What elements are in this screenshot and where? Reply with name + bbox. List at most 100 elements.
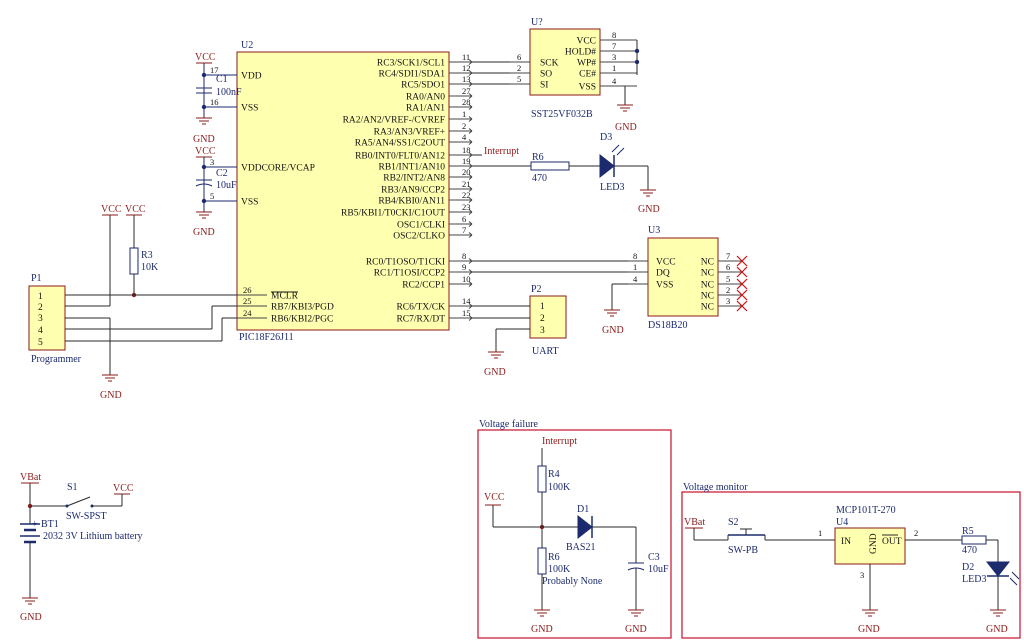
pin-number: 4 [462,132,467,142]
u3-ref: U3 [648,225,660,236]
u2-body [236,51,450,331]
pin-number: 18 [462,145,471,155]
pin-label: RC0/T1OSO/T1CKI [366,258,445,268]
svg-text:VBat: VBat [684,517,705,528]
pin-number: 5 [210,191,214,201]
pin-label: MCLR [271,292,299,302]
voltage-failure-section: Voltage failure Interrupt R4 100K VCC D1… [477,419,672,639]
svg-text:2: 2 [517,63,521,73]
svg-text:6: 6 [726,262,730,272]
battery-circuit: VBat S1 SW-SPST VCC + BT1 2032 3V Lithiu… [20,472,143,623]
gnd-label-prog: GND [100,390,122,401]
svg-text:1: 1 [633,262,637,272]
svg-text:NC: NC [701,258,714,268]
pin-label: VSS [241,104,258,114]
pin-label: RB2/INT2/AN8 [383,174,445,184]
flash-ref: U? [531,17,543,28]
svg-text:GND: GND [531,624,553,635]
r3-value: 10K [141,262,159,273]
u2-ref: U2 [241,40,253,51]
svg-text:S2: S2 [728,517,739,528]
gnd-label-flash: GND [615,122,637,133]
svg-text:1: 1 [612,63,616,73]
u3-part: DS18B20 [648,320,687,331]
vcc-label-1: VCC [195,52,216,63]
pin-label: OSC2/CLKO [393,232,445,242]
r3-ref: R3 [141,250,153,261]
p2-ref: P2 [531,284,542,295]
svg-text:GND: GND [858,624,880,635]
svg-text:7: 7 [612,41,616,51]
svg-text:VCC: VCC [656,258,676,268]
led-d3-circuit: Interrupt R6 470 D3 LED3 GND [472,132,660,215]
r6a-ref: R6 [532,152,544,163]
svg-text:4: 4 [612,76,617,86]
pin-number: 1 [462,109,466,119]
voltage-monitor-section: Voltage monitor VBat S2 SW-PB 1 MCP101T-… [681,482,1021,639]
pin-label: RC2/CCP1 [402,281,445,291]
svg-text:R5: R5 [962,526,974,537]
svg-text:MCP101T-270: MCP101T-270 [836,505,896,516]
pin-number: 27 [462,86,471,96]
svg-text:3: 3 [38,314,43,324]
mcu-u2[interactable]: U2 PIC18F26J11 17VDD16VSS3VDDCORE/VCAP5V… [204,40,473,343]
pin-number: 14 [462,296,471,306]
pin-number: 9 [462,262,466,272]
gnd-label-1: GND [193,134,215,145]
pin-label: RC4/SDI1/SDA1 [378,70,445,80]
pin-number: 26 [243,285,252,295]
pin-number: 8 [462,251,466,261]
voltage-failure-title: Voltage failure [479,419,539,430]
svg-text:10uF: 10uF [648,564,669,575]
d3-value: LED3 [600,182,624,193]
pin-label: OSC1/CLKI [397,221,445,231]
pin-label: RB6/KBI2/PGC [271,315,333,325]
svg-text:OUT: OUT [882,537,902,547]
svg-text:WP#: WP# [577,59,596,69]
svg-text:D2: D2 [962,562,974,573]
programmer-wires: VCC VCC R3 10K GND [65,204,237,401]
svg-text:SCK: SCK [540,59,559,69]
pin-label: RA3/AN3/VREF+ [374,128,445,138]
d3-led-icon [599,153,615,179]
pin-label: RC6/TX/CK [396,303,445,313]
svg-text:R4: R4 [548,469,560,480]
svg-text:2: 2 [726,285,730,295]
pin-number: 17 [210,65,219,75]
r6a-value: 470 [532,173,547,184]
svg-text:470: 470 [962,545,977,556]
svg-text:R6: R6 [548,552,560,563]
pin-label: RB1/INT1/AN10 [379,163,446,173]
pin-number: 11 [462,52,470,62]
pin-label: RC5/SDO1 [401,81,445,91]
interrupt-label-2: Interrupt [542,436,577,447]
gnd-label-2: GND [193,227,215,238]
pin-number: 23 [462,202,471,212]
svg-text:1: 1 [38,292,43,302]
uart-connector-p2[interactable]: P2 UART 1 2 3 GND [472,284,567,378]
programmer-connector-p1[interactable]: P1 Programmer 1 2 3 4 5 [28,273,82,365]
svg-text:7: 7 [726,251,730,261]
pin-label: RC7/RX/DT [396,315,445,325]
pin-label: RB3/AN9/CCP2 [381,186,445,196]
svg-text:8: 8 [633,251,637,261]
p1-part: Programmer [31,354,82,365]
vcc-label-3: VCC [101,204,122,215]
pin-number: 21 [462,179,471,189]
r6a-body [530,161,570,171]
svg-text:SW-PB: SW-PB [728,545,758,556]
svg-text:C3: C3 [648,552,660,563]
svg-text:U4: U4 [836,517,848,528]
svg-text:3: 3 [860,570,864,580]
pin-label: RA0/AN0 [406,93,445,103]
pin-number: 15 [462,308,471,318]
svg-text:VSS: VSS [579,83,596,93]
svg-text:NC: NC [701,292,714,302]
pin-label: RB7/KBI3/PGD [271,303,334,313]
flash-part: SST25VF032B [531,109,593,120]
c2-value: 10uF [216,180,237,191]
vcc-label-2: VCC [195,146,216,157]
